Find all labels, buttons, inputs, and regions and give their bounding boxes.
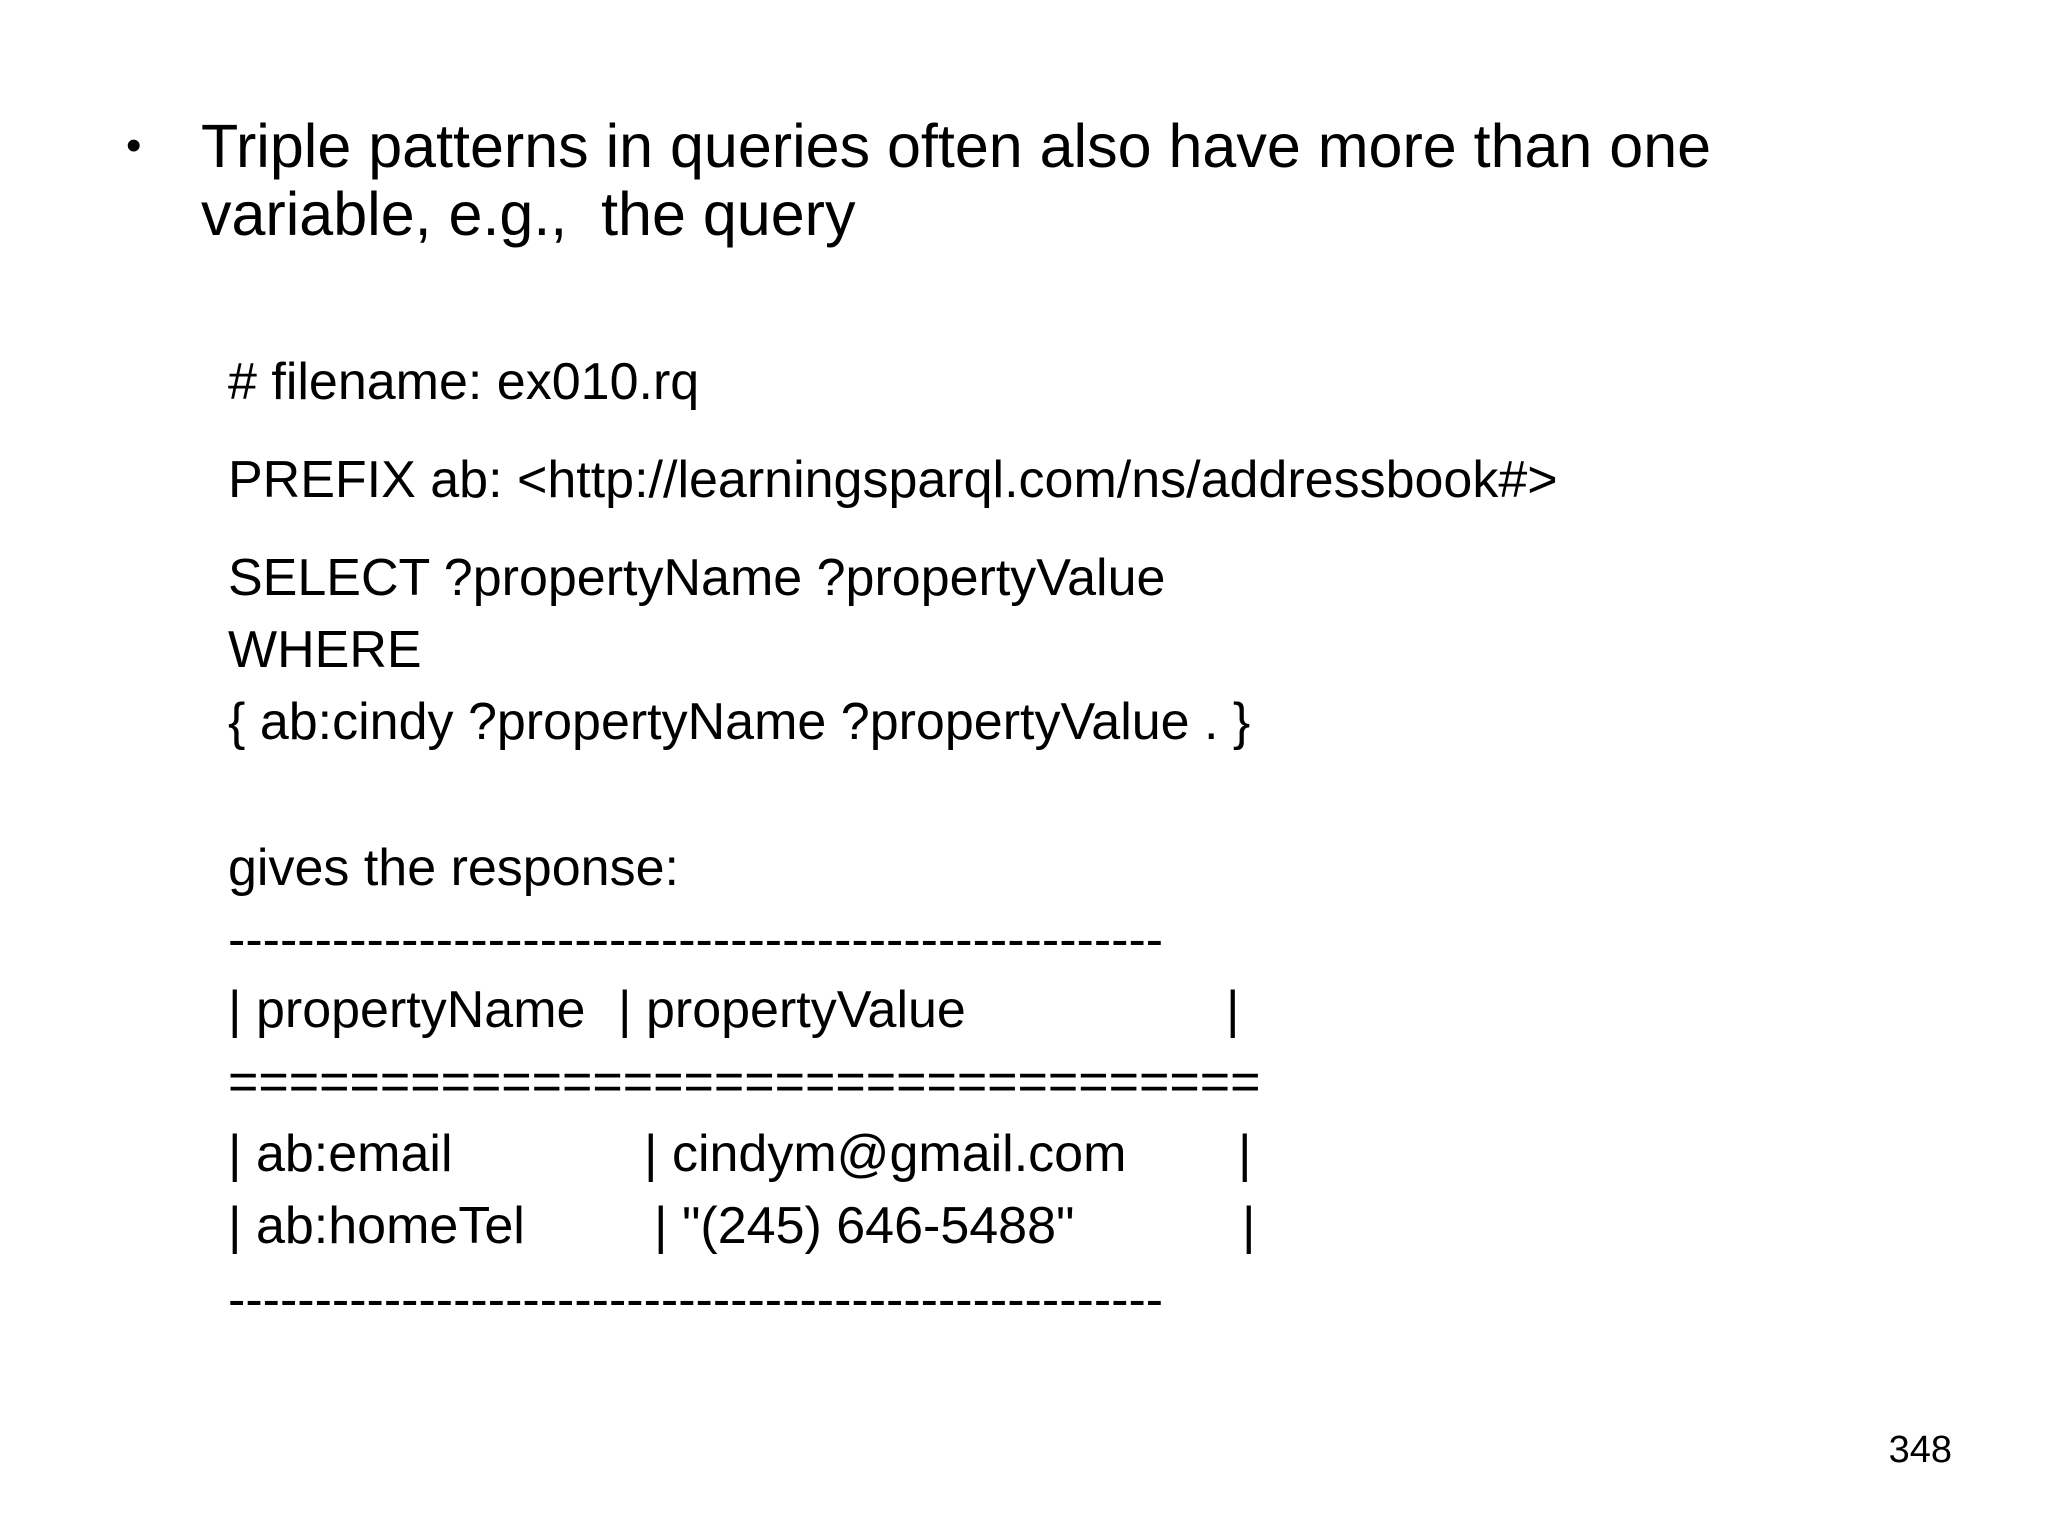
bullet-text: Triple patterns in queries often also ha… <box>201 112 1901 248</box>
header-end: | <box>1226 981 1240 1039</box>
row1-col2: | cindym@gmail.com <box>644 1125 1127 1183</box>
header-col1: | propertyName <box>228 981 586 1039</box>
table-top-rule: ----------------------------------------… <box>228 911 1164 969</box>
bullet-line-1: Triple patterns in queries often also ha… <box>201 112 1712 180</box>
row2-col1: | ab:homeTel <box>228 1197 525 1255</box>
row1-col1: | ab:email <box>228 1125 453 1183</box>
row2-end: | <box>1242 1197 1256 1255</box>
row1-end: | <box>1238 1125 1252 1183</box>
bullet-dot: • <box>126 121 142 170</box>
header-col2: | propertyValue <box>618 981 966 1039</box>
query-select: SELECT ?propertyName ?propertyValue <box>228 549 1166 607</box>
bullet-line-2: variable, e.g., the query <box>201 180 856 248</box>
query-prefix: PREFIX ab: <http://learningsparql.com/ns… <box>228 451 1558 509</box>
row2-col2: | "(245) 646-5488" <box>654 1197 1075 1255</box>
response-intro: gives the response: <box>228 839 679 897</box>
query-pattern: { ab:cindy ?propertyName ?propertyValue … <box>228 693 1251 751</box>
page-number: 348 <box>1888 1429 1952 1471</box>
query-where: WHERE <box>228 621 422 679</box>
query-comment: # filename: ex010.rq <box>228 353 700 411</box>
table-bottom-rule: ----------------------------------------… <box>228 1271 1164 1329</box>
table-header-rule: ================================== <box>228 1053 1261 1111</box>
